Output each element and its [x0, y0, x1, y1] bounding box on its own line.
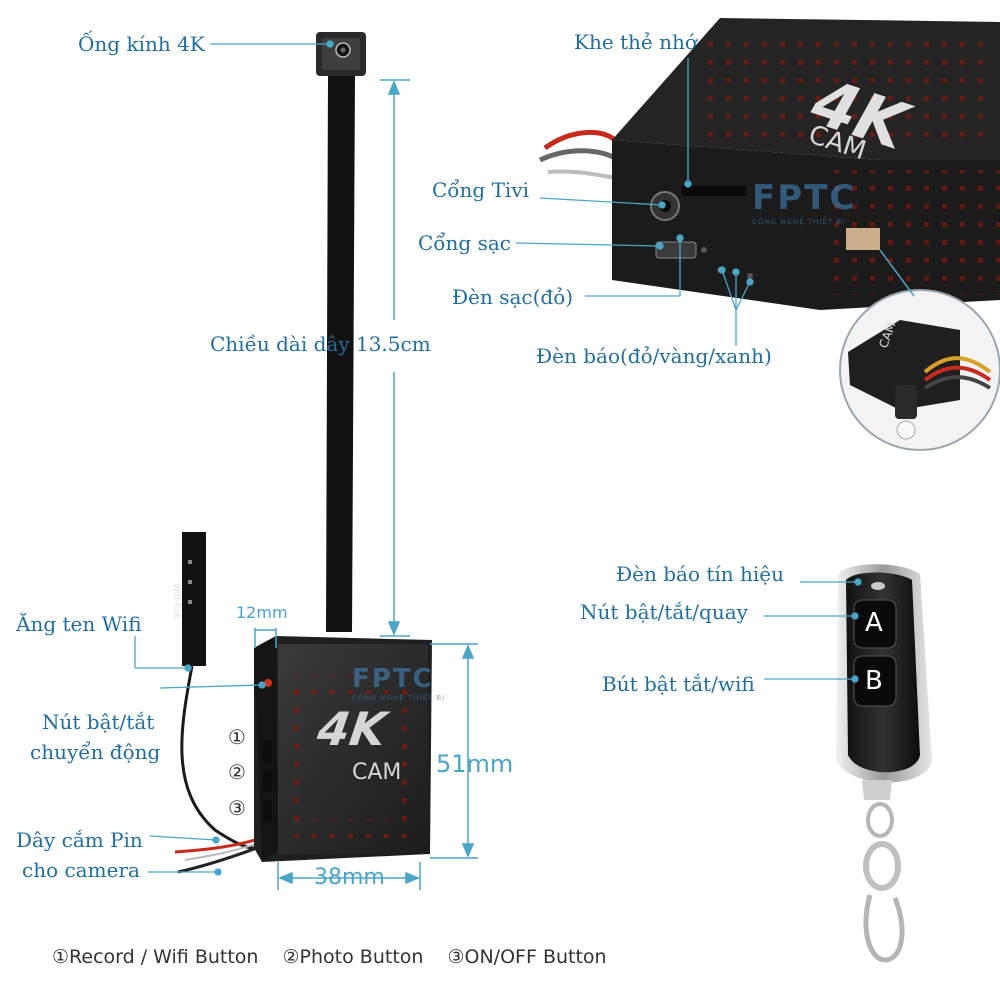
antenna-text: Wifi-link: [171, 582, 182, 620]
label-signal-led: Đèn báo tín hiệu: [616, 562, 785, 586]
flex-cable: [326, 76, 355, 632]
label-motion-button-1: Nút bật/tắt: [42, 710, 155, 734]
logo-4k: 4K: [314, 702, 390, 756]
label-memory-slot: Khe thẻ nhớ: [574, 30, 697, 54]
dimension-51mm: 51mm: [436, 750, 514, 778]
label-battery-2: cho camera: [22, 858, 140, 882]
antenna: [180, 532, 263, 850]
remote-key-a: A: [865, 608, 883, 638]
logo-cam: CAM: [352, 760, 402, 785]
label-charge-led: Đèn sạc(đỏ): [452, 285, 574, 309]
dimension-marks: [254, 79, 478, 890]
label-antenna: Ăng ten Wifi: [16, 612, 142, 636]
label-lens: Ống kính 4K: [78, 32, 205, 56]
label-tv-port: Cổng Tivi: [432, 178, 530, 202]
closeup-box: [538, 18, 1000, 310]
dimension-38mm: 38mm: [314, 865, 385, 890]
label-remote-a: Nút bật/tắt/quay: [580, 600, 748, 624]
button-3-marker: ③: [228, 796, 246, 820]
camera-lens: [316, 32, 366, 76]
label-battery-1: Dây cắm Pin: [16, 828, 143, 852]
remote-control: [836, 564, 932, 963]
button-2-marker: ②: [228, 760, 246, 784]
legend-photo: ②Photo Button: [282, 946, 424, 968]
leader-lines: [134, 40, 862, 876]
label-motion-button-2: chuyển động: [30, 740, 161, 764]
label-charge-port: Cổng sạc: [418, 231, 511, 255]
legend-on-off: ③ON/OFF Button: [447, 946, 607, 968]
remote-key-b: B: [865, 666, 883, 696]
magnifier-inset: [839, 249, 1000, 451]
button-1-marker: ①: [228, 725, 246, 749]
dimension-12mm: 12mm: [236, 603, 288, 622]
button-legend: ①Record / Wifi Button ②Photo Button ③ON/…: [52, 946, 625, 968]
camera-box: [254, 636, 432, 862]
label-status-led: Đèn báo(đỏ/vàng/xanh): [536, 344, 772, 368]
label-cable-length: Chiều dài dây 13.5cm: [210, 332, 431, 356]
battery-wires: [174, 836, 263, 874]
legend-record-wifi: ①Record / Wifi Button: [52, 946, 259, 968]
label-remote-b: Bút bật tắt/wifi: [602, 672, 755, 696]
